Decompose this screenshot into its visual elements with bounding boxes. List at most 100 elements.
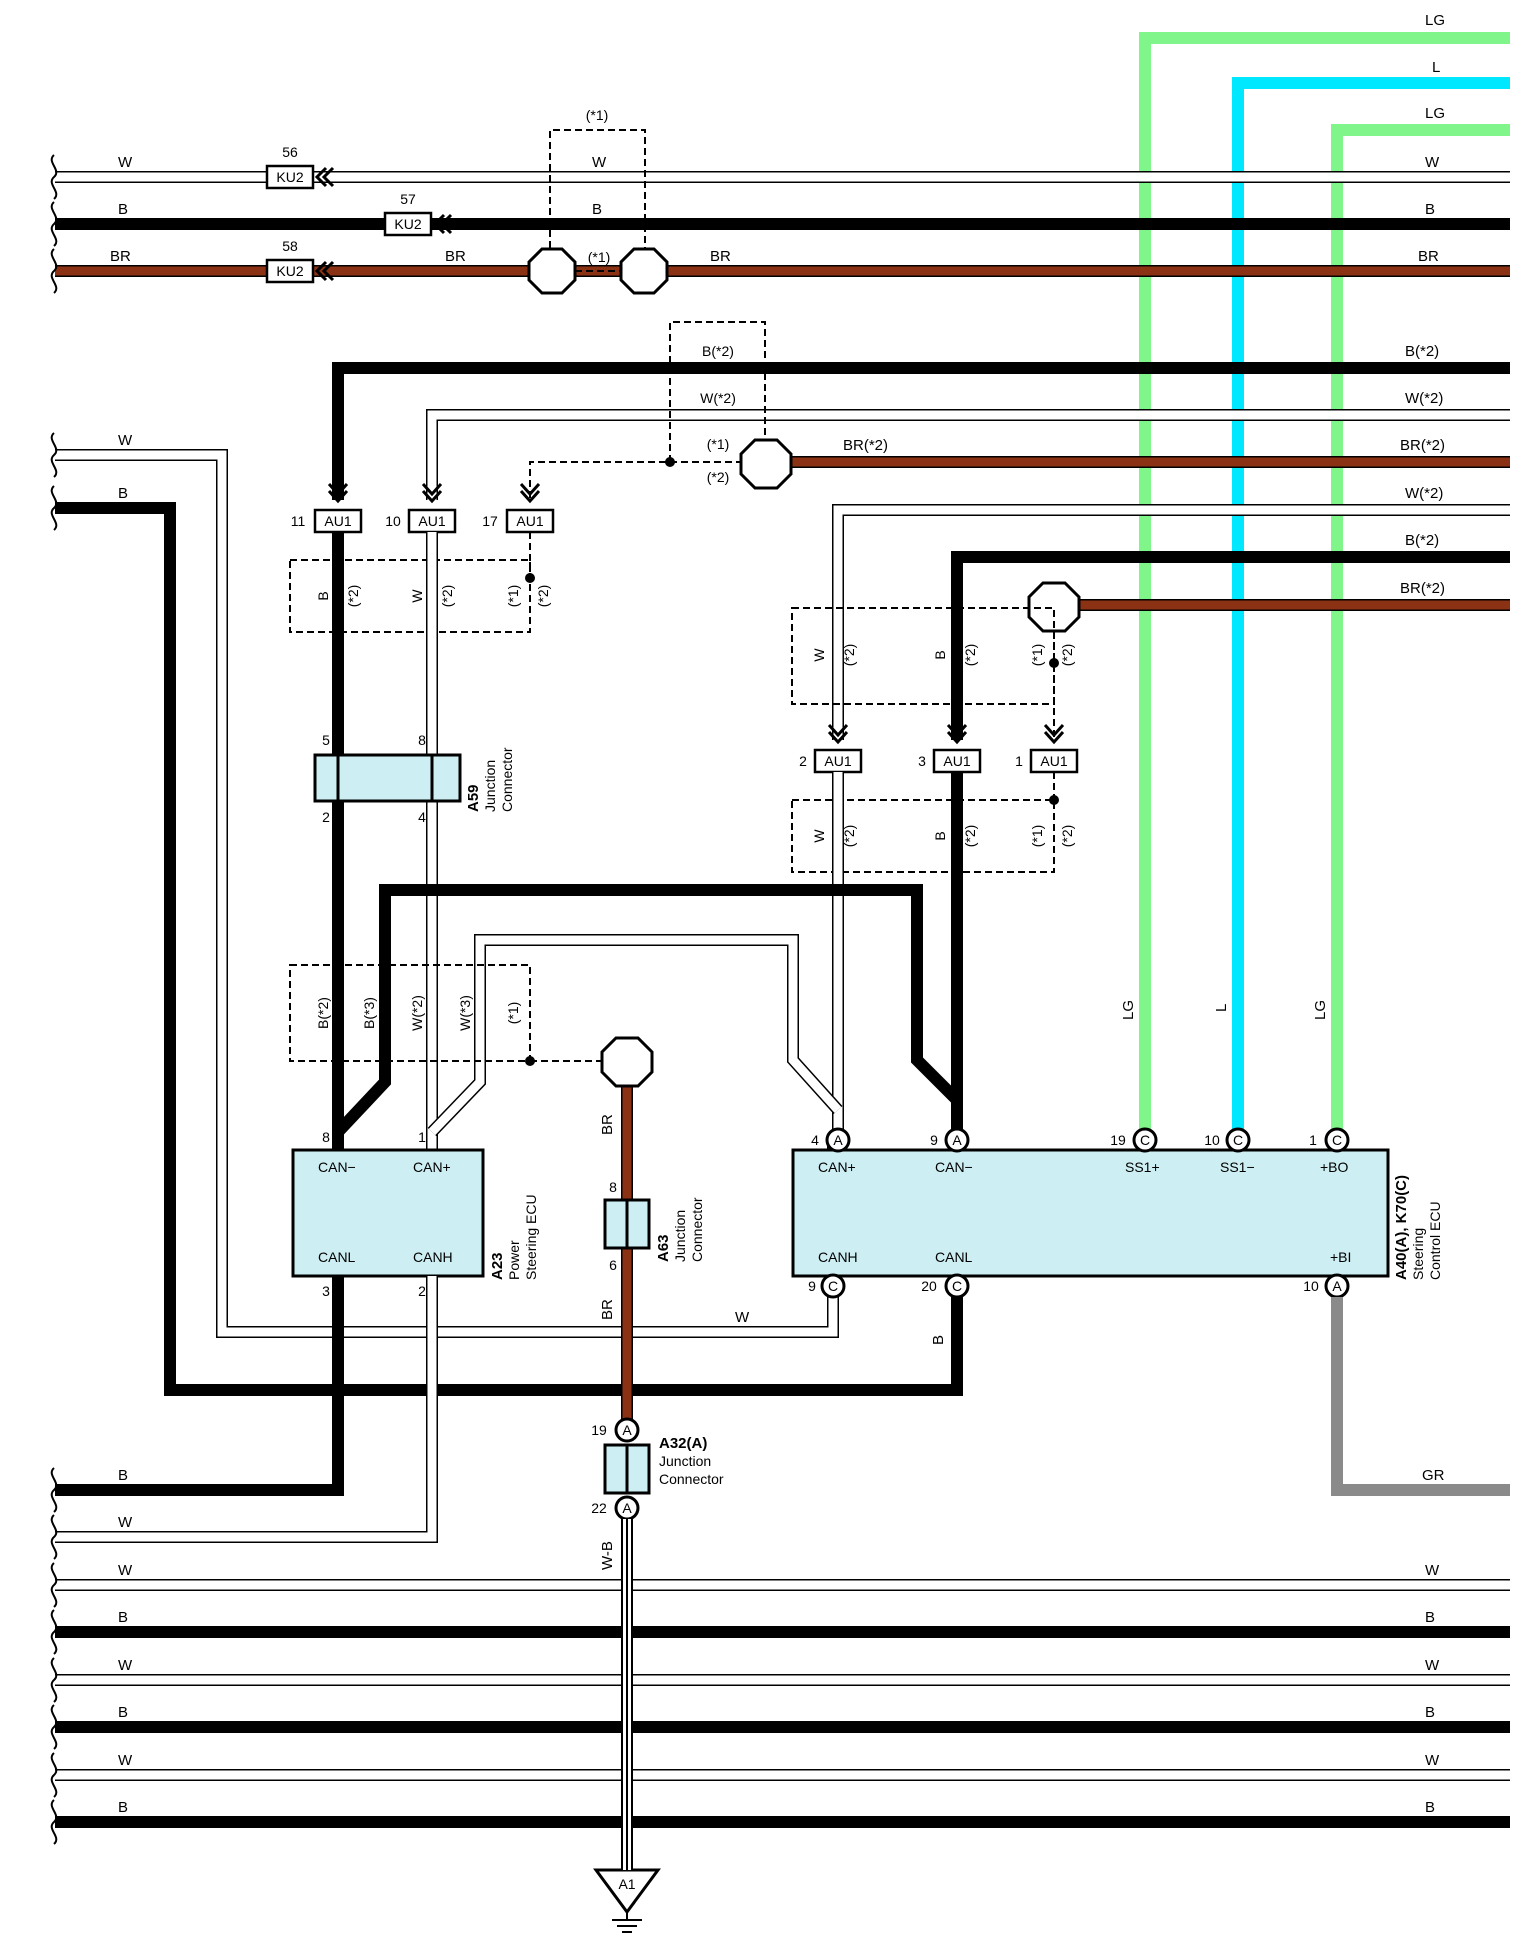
svg-text:A32(A): A32(A) [659, 1435, 707, 1452]
svg-text:W: W [811, 829, 827, 843]
svg-text:AU1: AU1 [943, 753, 970, 769]
svg-text:A1: A1 [618, 1876, 635, 1892]
svg-text:19: 19 [1110, 1132, 1126, 1148]
svg-text:AU1: AU1 [324, 513, 351, 529]
svg-text:KU2: KU2 [276, 169, 303, 185]
connector-ku2-56: KU2 56 [265, 144, 335, 190]
wire-label: B [592, 201, 602, 218]
svg-text:(*1): (*1) [1029, 825, 1045, 848]
svg-text:(*2): (*2) [841, 644, 857, 667]
ground-a1: A1 [593, 1868, 661, 1933]
wire-label: BR [599, 1114, 616, 1135]
svg-text:+BO: +BO [1320, 1159, 1349, 1175]
connector-au1-1: AU1 1 [1015, 723, 1079, 774]
wire-label: BR [445, 248, 466, 265]
svg-text:CAN+: CAN+ [413, 1159, 451, 1175]
svg-text:B(*3): B(*3) [361, 997, 377, 1029]
wire-label: W [735, 1309, 750, 1326]
wire-label: LG [1120, 1000, 1137, 1020]
wire-label: LG [1425, 12, 1445, 29]
wire-label: B(*2) [1405, 532, 1439, 549]
svg-text:A: A [833, 1132, 843, 1148]
svg-text:(*2): (*2) [439, 585, 455, 608]
svg-text:B: B [932, 650, 948, 659]
svg-text:1: 1 [418, 1129, 426, 1145]
svg-text:Steering: Steering [1410, 1228, 1426, 1280]
wire-label: B [1425, 1799, 1435, 1816]
wire-label: B [118, 1799, 128, 1816]
svg-text:+BI: +BI [1330, 1249, 1351, 1265]
svg-text:Steering ECU: Steering ECU [523, 1194, 539, 1280]
svg-text:C: C [952, 1278, 962, 1294]
connector-au1-11: AU1 11 [291, 482, 363, 534]
connector-au1-2: AU1 2 [799, 723, 863, 774]
wire-label: W [118, 1752, 133, 1769]
svg-text:2: 2 [799, 753, 807, 769]
junction-connector-a63: 8 6 A63 Junction Connector [603, 1179, 705, 1273]
svg-text:C: C [1140, 1132, 1150, 1148]
option-box-3: W (*2) B (*2) (*1) (*2) [791, 772, 1075, 873]
left-b-wire [55, 502, 963, 1396]
svg-text:CAN−: CAN− [318, 1159, 356, 1175]
svg-text:(*1): (*1) [505, 585, 521, 608]
svg-text:17: 17 [482, 513, 498, 529]
svg-text:CANH: CANH [413, 1249, 453, 1265]
svg-text:Junction: Junction [482, 760, 498, 812]
svg-text:(*2): (*2) [345, 585, 361, 608]
svg-text:CANH: CANH [818, 1249, 858, 1265]
splice-point [619, 247, 669, 295]
svg-text:A: A [952, 1132, 962, 1148]
wire-label: B [1425, 201, 1435, 218]
svg-text:Junction: Junction [672, 1210, 688, 1262]
svg-text:(*1): (*1) [588, 249, 611, 265]
splice-point [527, 247, 577, 295]
svg-text:C: C [1332, 1132, 1342, 1148]
svg-text:(*2): (*2) [1059, 825, 1075, 848]
svg-text:4: 4 [418, 809, 426, 825]
svg-text:8: 8 [418, 732, 426, 748]
svg-text:8: 8 [609, 1179, 617, 1195]
svg-text:KU2: KU2 [394, 216, 421, 232]
svg-text:56: 56 [282, 144, 298, 160]
wire-label: W [1425, 154, 1440, 171]
svg-text:2: 2 [322, 809, 330, 825]
splice-point [739, 438, 793, 490]
wire-label: GR [1422, 1467, 1445, 1484]
svg-text:10: 10 [1303, 1278, 1319, 1294]
svg-text:9: 9 [808, 1278, 816, 1294]
wire-label: BR(*2) [1400, 437, 1445, 454]
svg-text:A63: A63 [655, 1234, 672, 1262]
wire-label: W [1425, 1562, 1440, 1579]
wire-label: W-B [599, 1541, 616, 1570]
wire-label: B [118, 1467, 128, 1484]
svg-text:(*2): (*2) [962, 825, 978, 848]
option-box-1: B (*2) W (*2) (*1) (*2) [289, 532, 551, 633]
wire-label: B [1425, 1609, 1435, 1626]
wire-label: W [1425, 1752, 1440, 1769]
svg-text:10: 10 [385, 513, 401, 529]
ecu-a23-power-steering: CAN− CAN+ CANL CANH 8 1 3 2 A23 Power St… [291, 1129, 539, 1299]
svg-text:(*2): (*2) [535, 585, 551, 608]
svg-text:C: C [1233, 1132, 1243, 1148]
svg-text:(*1): (*1) [707, 436, 730, 452]
wire-label: W [118, 1514, 133, 1531]
wire-label: BR [110, 248, 131, 265]
svg-text:(*2): (*2) [962, 644, 978, 667]
svg-text:Connector: Connector [659, 1471, 724, 1487]
junction-connector-a32: A A 19 22 A32(A) Junction Connector [591, 1417, 724, 1521]
svg-text:A: A [622, 1500, 632, 1516]
junction-connector-a59: 5 8 2 4 A59 Junction Connector [313, 732, 515, 825]
svg-text:CAN+: CAN+ [818, 1159, 856, 1175]
wire-label: BR [1418, 248, 1439, 265]
a40-pin-bottom: C 9 C 20 A 10 [808, 1273, 1350, 1299]
svg-text:KU2: KU2 [276, 263, 303, 279]
svg-text:Control ECU: Control ECU [1427, 1201, 1443, 1280]
svg-text:AU1: AU1 [418, 513, 445, 529]
svg-text:6: 6 [609, 1257, 617, 1273]
svg-text:A: A [622, 1422, 632, 1438]
wire-label: LG [1312, 1000, 1329, 1020]
svg-text:11: 11 [291, 513, 306, 529]
svg-text:A: A [1332, 1278, 1342, 1294]
l-wire [1232, 77, 1510, 1140]
